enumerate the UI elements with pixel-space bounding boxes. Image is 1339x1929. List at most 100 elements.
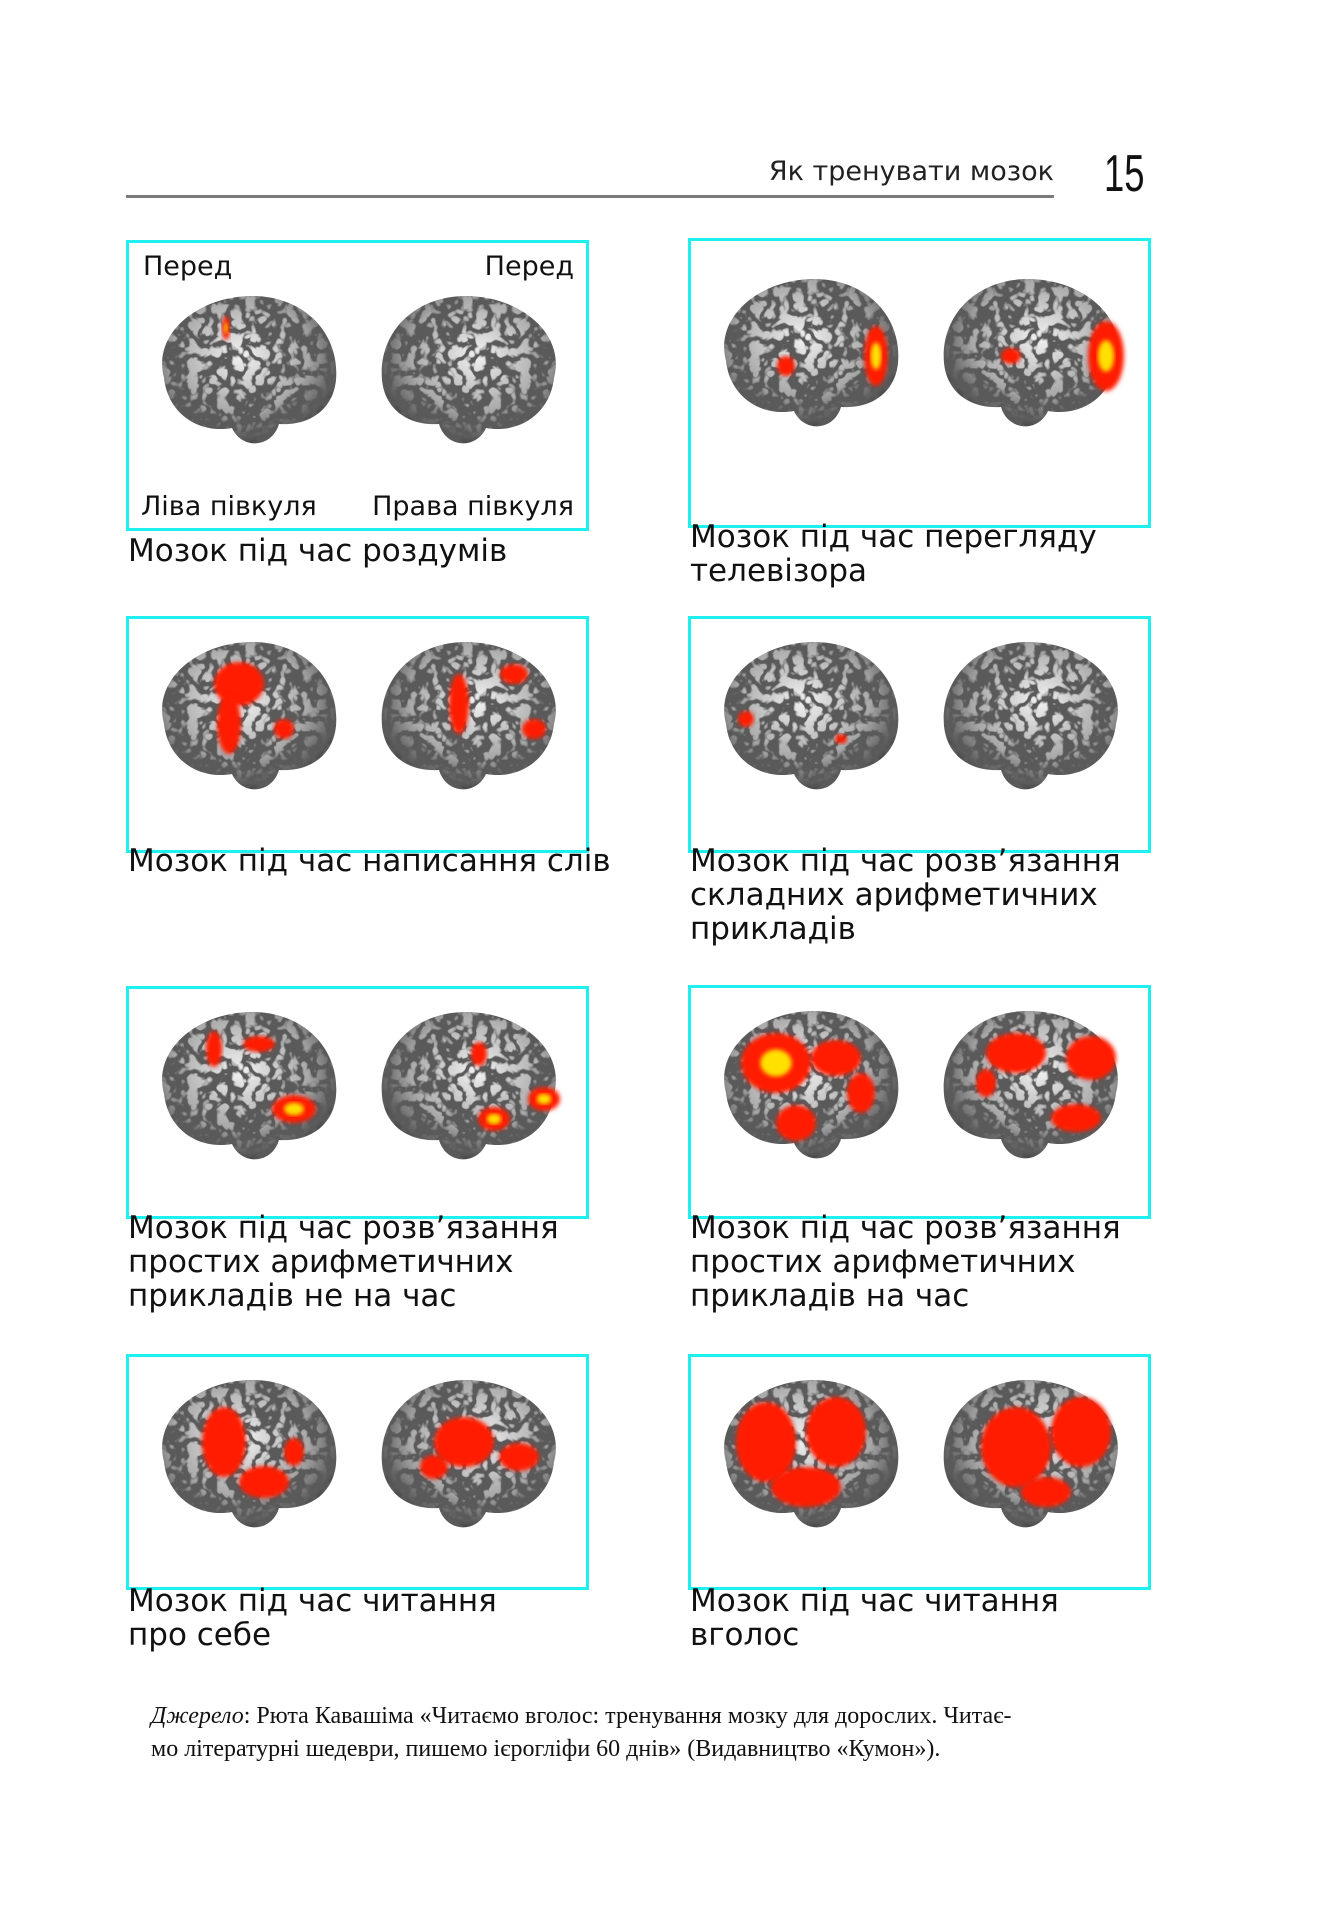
- activation-region: [976, 1069, 996, 1097]
- left-hemisphere-label: Ліва півкуля: [141, 491, 317, 522]
- brain-surface: [381, 642, 556, 790]
- caption-line: Мозок під час розв’язання: [690, 1210, 1121, 1246]
- activation-region: [243, 1036, 275, 1052]
- header-rule: [126, 195, 1054, 198]
- activation-region: [449, 674, 469, 734]
- left-hemisphere-brain-image: [162, 1012, 337, 1160]
- activation-region: [1066, 1036, 1116, 1080]
- brain-surface: [943, 642, 1118, 790]
- caption-line: складних арифметичних: [690, 877, 1098, 913]
- activation-region: [811, 1040, 861, 1076]
- activation-region: [736, 1402, 796, 1482]
- activation-hotspot: [284, 1102, 304, 1116]
- right-hemisphere-brain-image: [381, 642, 556, 790]
- caption-line: вголос: [690, 1617, 800, 1653]
- brain-scan-panel: [126, 1354, 589, 1590]
- activation-region: [1051, 1397, 1111, 1467]
- source-line-1: : Рюта Кавашіма «Читаємо вголос: тренува…: [243, 1703, 1012, 1729]
- source-note: Джерело: Рюта Кавашіма «Читаємо вголос: …: [151, 1700, 1161, 1766]
- activation-region: [284, 1438, 304, 1466]
- right-hemisphere-brain-image: [943, 642, 1118, 790]
- activation-region: [776, 1105, 816, 1141]
- activation-region: [1051, 1104, 1101, 1132]
- brain-scan-panel: [688, 238, 1151, 528]
- caption-line: Мозок під час роздумів: [128, 533, 508, 569]
- activation-region: [777, 356, 795, 376]
- activation-hotspot: [870, 342, 882, 370]
- brain-surface: [381, 1012, 556, 1160]
- front-label-left: Перед: [143, 251, 233, 282]
- caption-line: Мозок під час розв’язання: [128, 1210, 559, 1246]
- activation-region: [771, 1467, 841, 1507]
- caption-line: Мозок під час читання: [690, 1583, 1059, 1619]
- activation-region: [206, 1031, 222, 1067]
- activation-region: [1021, 1477, 1071, 1507]
- activation-hotspot: [224, 322, 228, 334]
- brain-surface: [381, 296, 556, 444]
- brain-surface: [724, 642, 899, 790]
- activation-hotspot: [486, 1113, 502, 1125]
- left-hemisphere-brain-image: [724, 279, 899, 427]
- activation-region: [738, 711, 754, 727]
- activation-hotspot: [1097, 340, 1115, 372]
- activation-region: [806, 1397, 866, 1467]
- right-hemisphere-brain-image: [943, 279, 1124, 427]
- caption-line: прикладів: [690, 911, 856, 947]
- caption-line: Мозок під час перегляду: [690, 519, 1097, 555]
- activation-hotspot: [536, 1093, 552, 1105]
- brain-surface: [162, 1380, 337, 1528]
- brain-surface: [162, 1012, 337, 1160]
- brain-scan-panel: [688, 1354, 1151, 1590]
- left-hemisphere-brain-image: [724, 642, 899, 790]
- activation-region: [214, 662, 264, 706]
- activation-region: [499, 1443, 539, 1471]
- brain-scan-panel: [126, 616, 589, 853]
- brain-scan-panel: [688, 985, 1151, 1219]
- running-title: Як тренувати мозок: [768, 156, 1054, 187]
- left-hemisphere-brain-image: [162, 642, 337, 790]
- caption-line: про себе: [128, 1617, 272, 1653]
- brain-surface: [943, 1011, 1118, 1159]
- activation-hotspot: [760, 1049, 792, 1077]
- page-number: 15: [1104, 145, 1145, 203]
- caption-line: простих арифметичних: [690, 1244, 1076, 1280]
- activation-region: [835, 734, 847, 744]
- activation-region: [434, 1417, 494, 1467]
- left-hemisphere-brain-image: [162, 1380, 337, 1528]
- front-label-right: Перед: [484, 251, 574, 282]
- brain-surface: [724, 279, 899, 427]
- activation-region: [522, 719, 546, 739]
- left-hemisphere-brain-image: [724, 1380, 899, 1528]
- figure-caption: Мозок під час роздумів: [128, 534, 507, 568]
- brain-scan-panel: [688, 616, 1151, 853]
- caption-line: Мозок під час написання слів: [128, 843, 611, 879]
- brain-surface: [943, 279, 1118, 427]
- right-hemisphere-brain-image: [943, 1380, 1118, 1528]
- activation-region: [239, 1466, 289, 1498]
- caption-line: прикладів не на час: [128, 1278, 457, 1314]
- activation-region: [471, 1042, 487, 1066]
- source-line-2: мо літературні шедеври, пишемо ієрогліфи…: [151, 1736, 941, 1762]
- right-hemisphere-brain-image: [381, 296, 556, 444]
- activation-region: [986, 1033, 1046, 1073]
- activation-region: [847, 1073, 875, 1113]
- brain-surface: [162, 296, 337, 444]
- left-hemisphere-brain-image: [724, 1011, 899, 1159]
- activation-region: [274, 719, 294, 739]
- activation-region: [202, 1407, 246, 1477]
- right-hemisphere-brain-image: [381, 1012, 560, 1160]
- source-prefix: Джерело: [151, 1703, 244, 1729]
- caption-line: Мозок під час розв’язання: [690, 843, 1121, 879]
- caption-line: Мозок під час читання: [128, 1583, 497, 1619]
- brain-scan-panel: [126, 986, 589, 1219]
- figure-caption: Мозок під час написання слів: [128, 844, 611, 878]
- activation-region: [981, 1407, 1051, 1487]
- activation-region: [1001, 348, 1021, 364]
- right-hemisphere-label: Права півкуля: [372, 491, 574, 522]
